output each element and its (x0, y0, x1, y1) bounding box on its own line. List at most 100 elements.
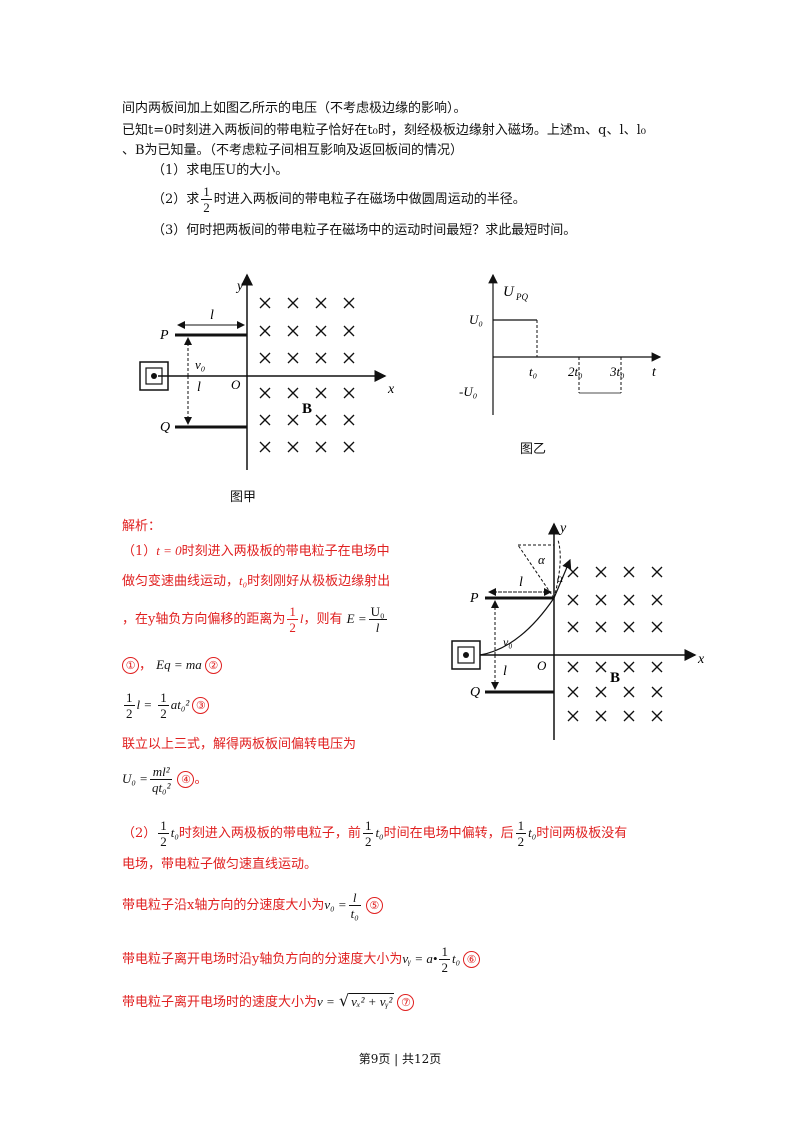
intro-line-2: 已知t=0时刻进入两板间的带电粒子恰好在t₀时，刻经极板边缘射入磁场。上述m、q… (122, 123, 646, 138)
label-b-sol: B (610, 670, 620, 686)
cross-mark (259, 297, 271, 309)
cross-mark (259, 325, 271, 337)
label-plate-q: Q (160, 420, 170, 435)
label-plate-q-sol: Q (470, 685, 480, 700)
cross-mark (287, 387, 299, 399)
solution-p2-line2: 电场，带电粒子做匀速直线运动。 (122, 857, 318, 872)
cross-mark (651, 710, 663, 722)
label-neg-u0: -U₀ (459, 384, 477, 399)
cross-mark (343, 387, 355, 399)
question-1: （1）求电压U的大小。 (152, 163, 289, 178)
cross-mark (343, 352, 355, 364)
label-l-side: l (197, 380, 201, 395)
cross-mark (595, 710, 607, 722)
label-plate-p-sol: P (469, 591, 479, 606)
cross-mark (595, 661, 607, 673)
cross-mark (315, 414, 327, 426)
cross-mark (651, 661, 663, 673)
cross-mark (651, 686, 663, 698)
cross-mark (651, 566, 663, 578)
label-x-sol: x (697, 652, 705, 667)
cross-mark (651, 621, 663, 633)
label-v0-sol: v₀ (503, 635, 513, 649)
cross-mark (315, 325, 327, 337)
cross-mark (287, 441, 299, 453)
cross-mark (567, 621, 579, 633)
label-l-side-sol: l (503, 664, 507, 679)
label-l-top-sol: l (519, 575, 523, 590)
label-3t0: 3t₀ (609, 364, 625, 379)
label-b: B (302, 401, 312, 417)
cross-mark (623, 621, 635, 633)
cross-mark (315, 297, 327, 309)
cross-mark (287, 325, 299, 337)
cross-mark (287, 352, 299, 364)
label-alpha-1: α (538, 552, 546, 567)
magnetic-field-crosses-solution (567, 566, 663, 722)
label-y: y (235, 279, 244, 294)
cross-mark (287, 414, 299, 426)
label-alpha-2: α (557, 571, 564, 585)
question-3: （3）何时把两板间的带电粒子在磁场中的运动时间最短？求此最短时间。 (152, 223, 577, 238)
magnetic-field-crosses (259, 297, 355, 453)
cross-mark (595, 686, 607, 698)
cross-mark (315, 441, 327, 453)
figure-solution: y x O P Q l l v₀ B α α (451, 521, 705, 740)
solution-combine: 联立以上三式，解得两板板间偏转电压为 (122, 737, 357, 752)
cross-mark (623, 661, 635, 673)
cross-mark (595, 566, 607, 578)
cross-mark (595, 594, 607, 606)
label-t: t (652, 365, 657, 380)
label-origin-sol: O (537, 658, 547, 673)
page-footer: 第9页 | 共12页 (358, 1052, 442, 1066)
cross-mark (623, 710, 635, 722)
caption-yi: 图乙 (520, 442, 547, 457)
figure-yi: U PQ U₀ -U₀ t₀ 2t₀ 3t₀ t (459, 273, 662, 415)
label-origin: O (231, 377, 241, 392)
label-u0: U₀ (469, 312, 483, 327)
label-t0: t₀ (529, 364, 537, 379)
cross-mark (567, 710, 579, 722)
cross-mark (343, 297, 355, 309)
figure-jia: y x O P Q l l v₀ B (139, 273, 395, 470)
cross-mark (595, 621, 607, 633)
cross-mark (259, 352, 271, 364)
cross-mark (287, 297, 299, 309)
cross-mark (567, 566, 579, 578)
cross-mark (343, 414, 355, 426)
cross-mark (259, 441, 271, 453)
label-l-top: l (210, 308, 214, 323)
solution-header: 解析： (122, 519, 162, 534)
cross-mark (259, 414, 271, 426)
label-plate-p: P (159, 328, 169, 343)
intro-line-1: 间内两板间加上如图乙所示的电压（不考虑极边缘的影响）。 (122, 101, 467, 116)
caption-jia: 图甲 (230, 490, 257, 505)
label-y-sol: y (558, 521, 567, 536)
sqrt-icon: √ (338, 991, 350, 1010)
cross-mark (623, 594, 635, 606)
cross-mark (343, 441, 355, 453)
cross-mark (315, 352, 327, 364)
label-u: U (503, 284, 515, 300)
cross-mark (651, 594, 663, 606)
label-2t0: 2t₀ (568, 364, 583, 379)
cross-mark (567, 661, 579, 673)
solution-p1-line2: 做匀变速曲线运动，t₀时刻刚好从极板边缘射出 (122, 573, 391, 589)
cross-mark (343, 325, 355, 337)
cross-mark (259, 387, 271, 399)
cross-mark (623, 566, 635, 578)
label-u-sub: PQ (515, 292, 528, 302)
cross-mark (567, 594, 579, 606)
intro-line-3: 、B为已知量。（不考虑粒子间相互影响及返回板间的情况） (122, 143, 464, 158)
label-x: x (387, 382, 395, 397)
cross-mark (623, 686, 635, 698)
